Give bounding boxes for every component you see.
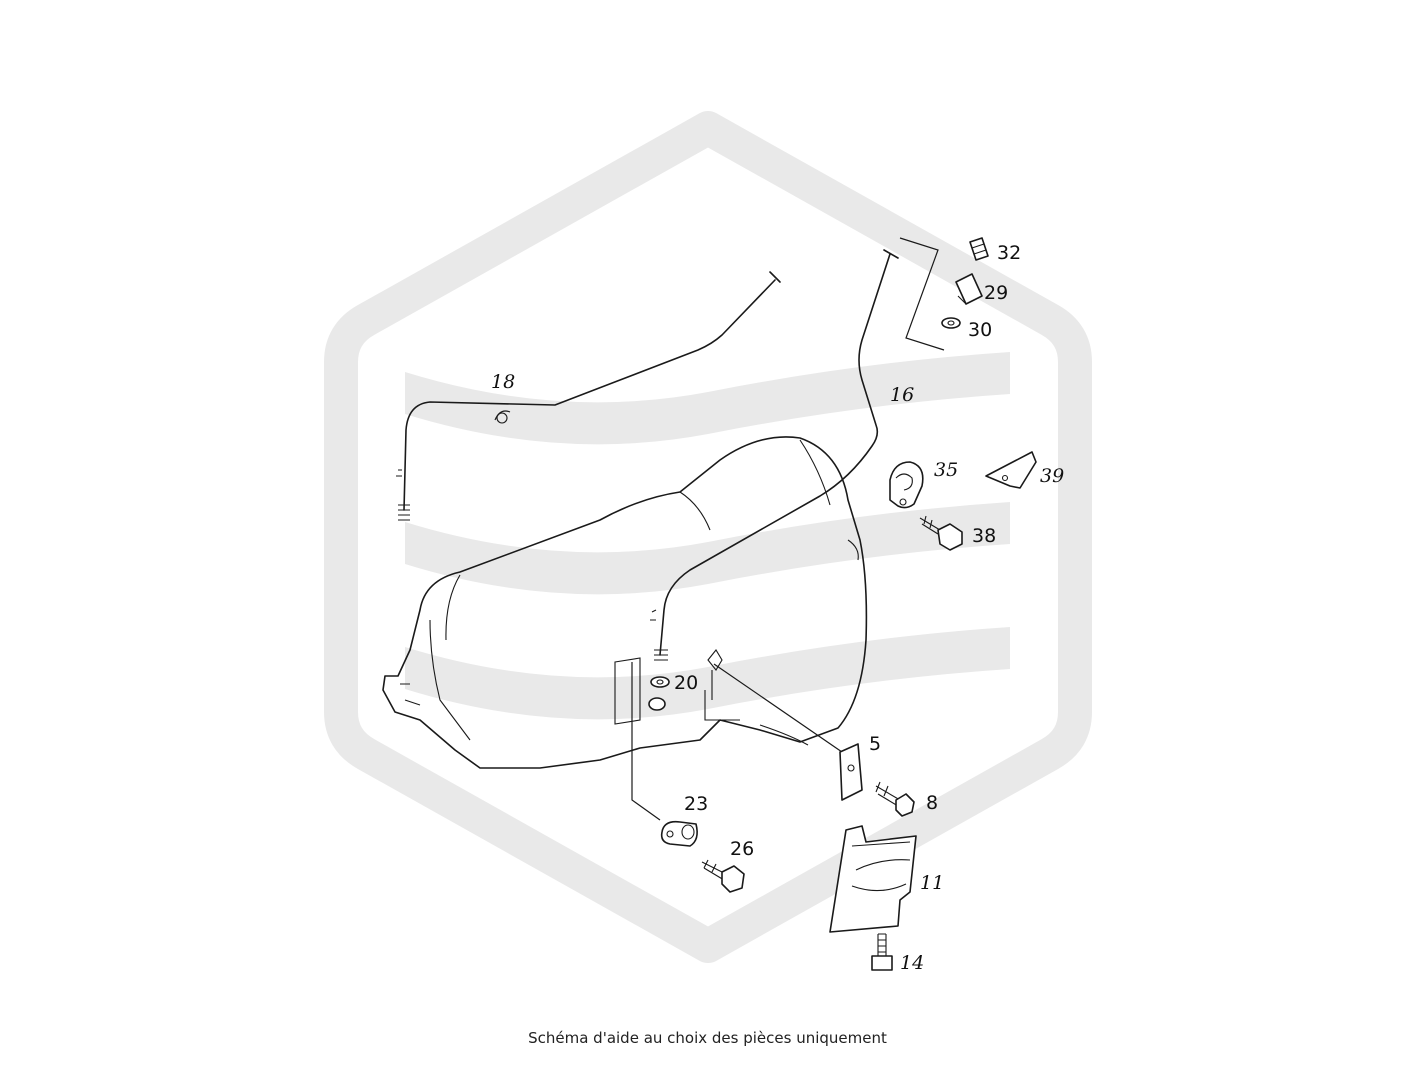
part-5-clip-housing-icon — [707, 649, 723, 700]
part-26-bolt-icon — [701, 859, 745, 893]
callout-23: 23 — [684, 793, 708, 815]
part-11-shield-icon — [829, 825, 917, 933]
leader-23 — [631, 662, 661, 821]
callout-26: 26 — [730, 838, 754, 860]
part-8-bolt-icon — [875, 781, 915, 817]
part-5-bracket-icon — [839, 743, 863, 801]
part-35-clamp-icon — [889, 461, 924, 509]
part-20-washer-icon — [648, 676, 670, 711]
part-29-nut-icon — [955, 273, 983, 305]
callout-20: 20 — [674, 672, 698, 694]
callout-14: 14 — [900, 952, 924, 974]
callout-39: 39 — [1040, 465, 1064, 487]
watermark-logo-icon — [324, 111, 1092, 963]
leader-5 — [713, 663, 843, 753]
part-39-bracket-icon — [985, 451, 1037, 489]
part-14-bolt-icon — [871, 933, 893, 971]
transmission-housing — [382, 436, 868, 769]
callout-35: 35 — [934, 459, 958, 481]
callout-11: 11 — [920, 872, 944, 894]
part-32-connector-icon — [969, 237, 989, 261]
callout-18: 18 — [491, 371, 515, 393]
callout-5: 5 — [869, 733, 881, 755]
part-38-bolt-icon — [919, 515, 963, 551]
part-30-washer-icon — [941, 317, 961, 329]
callout-8: 8 — [926, 792, 938, 814]
pipe-16 — [650, 249, 899, 661]
callout-30: 30 — [968, 319, 992, 341]
callout-29: 29 — [984, 282, 1008, 304]
pipe-18 — [396, 271, 781, 521]
callout-16: 16 — [890, 384, 914, 406]
diagram-caption: Schéma d'aide au choix des pièces unique… — [528, 1029, 887, 1047]
callout-38: 38 — [972, 525, 996, 547]
part-23-clamp-icon — [660, 820, 698, 847]
group-bracket-line — [899, 237, 945, 351]
callout-32: 32 — [997, 242, 1021, 264]
